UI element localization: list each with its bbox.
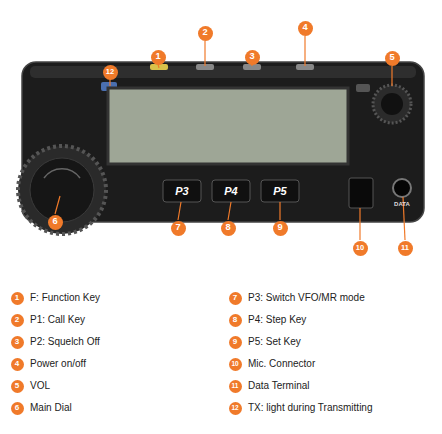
callout-number: 4 bbox=[298, 21, 313, 36]
radio-body bbox=[22, 62, 424, 222]
callout-number: 11 bbox=[229, 380, 242, 393]
callout-number: 1 bbox=[151, 50, 166, 65]
key-description: F: Function Key bbox=[30, 293, 100, 303]
leader-lines bbox=[55, 36, 405, 240]
callout-number: 8 bbox=[221, 221, 236, 236]
callout-number: 5 bbox=[11, 380, 24, 393]
callout-number: 5 bbox=[385, 51, 400, 66]
callout-number: 9 bbox=[273, 221, 288, 236]
vol-knob bbox=[373, 85, 411, 123]
key-description: Mic. Connector bbox=[248, 359, 315, 369]
callout-number: 3 bbox=[245, 50, 260, 65]
button-label: P3 bbox=[175, 186, 188, 197]
callout-number: 12 bbox=[229, 402, 242, 415]
callout-number: 8 bbox=[229, 314, 242, 327]
callout-number: 7 bbox=[229, 292, 242, 305]
callout-number: 1 bbox=[11, 292, 24, 305]
key-description: VOL bbox=[30, 381, 50, 391]
key-description: P3: Switch VFO/MR mode bbox=[248, 293, 365, 303]
key-description: P5: Set Key bbox=[248, 337, 301, 347]
key-description: Power on/off bbox=[30, 359, 86, 369]
callout-number: 10 bbox=[353, 241, 368, 256]
callout-number: 7 bbox=[171, 221, 186, 236]
callout-number: 2 bbox=[198, 26, 213, 41]
button-label: P4 bbox=[224, 186, 237, 197]
callout-number: 6 bbox=[11, 402, 24, 415]
callout-number: 2 bbox=[11, 314, 24, 327]
mic-connector bbox=[349, 178, 373, 208]
callout-number: 6 bbox=[48, 215, 63, 230]
callout-number: 9 bbox=[229, 336, 242, 349]
callout-number: 10 bbox=[229, 358, 242, 371]
front-buttons bbox=[163, 180, 299, 202]
key-description: Data Terminal bbox=[248, 381, 310, 391]
key-description: TX: light during Transmitting bbox=[248, 403, 373, 413]
main-dial bbox=[18, 146, 106, 234]
callout-number: 11 bbox=[398, 241, 413, 256]
data-jack bbox=[393, 179, 411, 197]
callout-number: 12 bbox=[103, 65, 118, 80]
callout-number: 3 bbox=[11, 336, 24, 349]
key-description: Main Dial bbox=[30, 403, 72, 413]
port-label: DATA bbox=[394, 201, 410, 207]
button-label: P5 bbox=[273, 186, 286, 197]
callout-number: 4 bbox=[11, 358, 24, 371]
lcd-screen bbox=[108, 88, 348, 164]
key-description: P2: Squelch Off bbox=[30, 337, 100, 347]
key-description: P1: Call Key bbox=[30, 315, 85, 325]
key-description: P4: Step Key bbox=[248, 315, 306, 325]
